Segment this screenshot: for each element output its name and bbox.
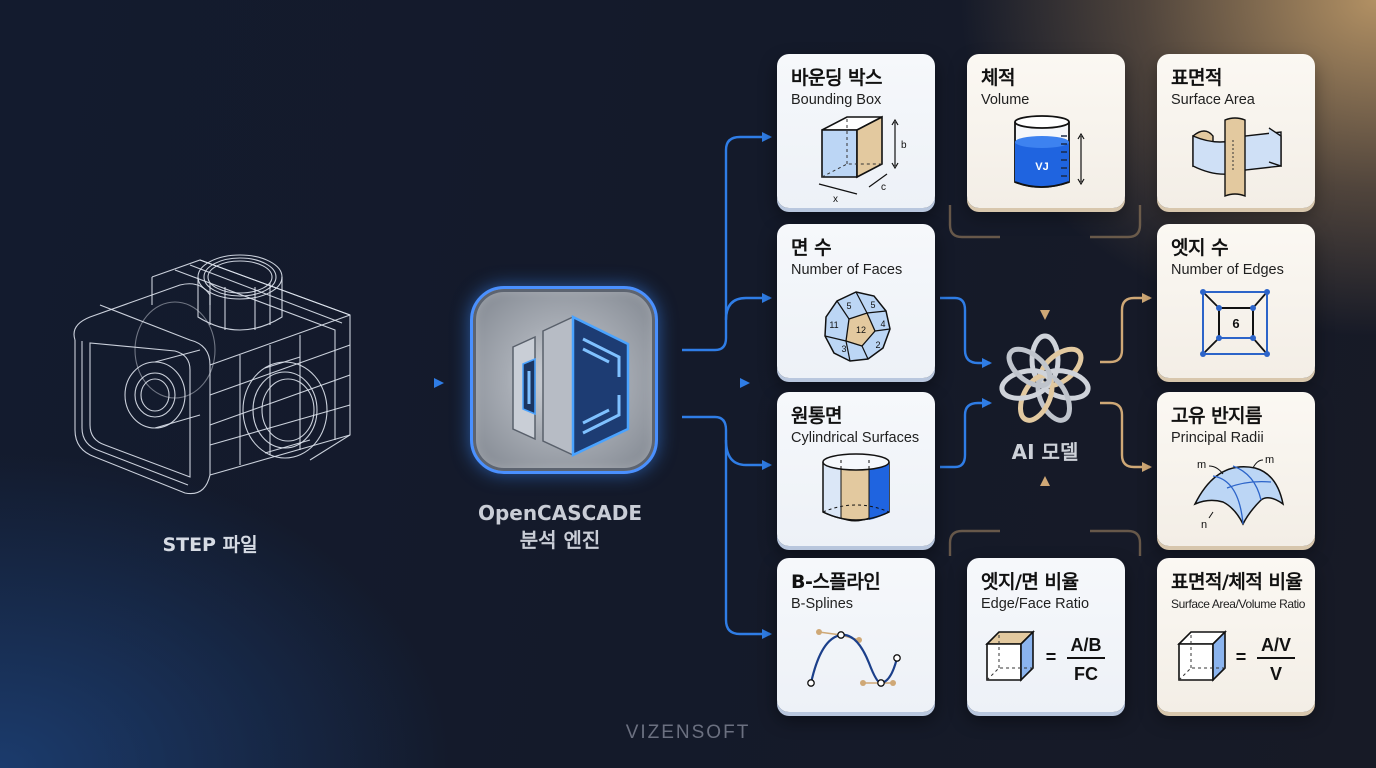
card-title-en: Volume [981, 92, 1030, 108]
card-num-edges[interactable]: 엣지 수 Number of Edges 6 [1157, 224, 1315, 378]
card-title-en: Cylindrical Surfaces [791, 430, 920, 446]
arrow-ai-to-edges [1100, 293, 1152, 364]
engine-label: OpenCASCADE 분석 엔진 [450, 500, 670, 554]
card-title-en: Number of Edges [1171, 262, 1284, 278]
face-label: 2 [875, 340, 880, 350]
ai-model-node[interactable] [995, 330, 1095, 430]
edges-count-label: 6 [1232, 316, 1239, 331]
card-title-ko: B-스플라인 [791, 571, 881, 593]
ratio-numerator: A/B [1071, 635, 1102, 655]
arrow-engine-to-cylinders [682, 415, 772, 639]
face-label: 3 [841, 344, 846, 354]
card-title-en: Surface Area [1171, 92, 1255, 108]
face-label: 5 [870, 300, 875, 310]
wireframe-part-icon [73, 254, 351, 495]
card-title-ko: 면 수 [791, 237, 832, 259]
ratio-numerator: A/V [1261, 635, 1291, 655]
face-label: 11 [829, 320, 838, 330]
card-title-ko: 엣지 수 [1171, 237, 1229, 259]
ratio-equals: = [1236, 647, 1247, 667]
card-title-ko: 엣지/면 비율 [981, 571, 1079, 593]
card-title-en: Surface Area/Volume Ratio [1171, 597, 1306, 611]
engine-label-line2: 분석 엔진 [519, 528, 601, 552]
arrow-engine-to-bounding-box [682, 132, 772, 352]
card-title-ko: 바운딩 박스 [791, 67, 883, 89]
bbox-label-x: x [833, 194, 838, 205]
arrow-cyl-to-ai [940, 398, 992, 469]
bspline-curve-icon [807, 629, 901, 687]
arrow-ai-to-radii [1100, 401, 1152, 472]
arrow-faces-to-ai [940, 296, 992, 368]
ratio-denominator: V [1270, 664, 1282, 684]
edge-face-ratio-icon: = A/B FC [985, 630, 1105, 684]
card-title-en: B-Splines [791, 596, 854, 612]
bracket-top [948, 205, 1000, 239]
bounding-box-icon: b c x [818, 115, 907, 205]
arrow-engine-to-cyl-branch [724, 439, 772, 470]
opencascade-logo-icon [512, 314, 630, 457]
engine-node[interactable] [470, 286, 658, 474]
radii-label-m1: m [1197, 459, 1206, 471]
card-title-ko: 원통면 [791, 405, 842, 427]
bbox-label-b: b [901, 140, 907, 151]
card-title-ko: 체적 [981, 67, 1015, 89]
volume-fill-label: VJ [1035, 161, 1048, 173]
card-title-ko: 표면적 [1171, 67, 1222, 89]
radii-label-n: n [1201, 519, 1207, 531]
bracket-bottom [948, 529, 1000, 556]
ai-knot-icon [999, 333, 1091, 423]
step-file-label: STEP 파일 [162, 534, 258, 556]
card-principal-radii[interactable]: 고유 반지름 Principal Radii m m n [1157, 392, 1315, 546]
ai-model-label: AI 모델 [1011, 440, 1079, 464]
edges-frame-icon: 6 [1200, 289, 1270, 357]
card-b-splines[interactable]: B-스플라인 B-Splines [777, 558, 935, 712]
cylinder-icon [822, 453, 890, 522]
bbox-label-c: c [881, 182, 886, 193]
card-title-en: Number of Faces [791, 262, 903, 278]
card-title-ko: 표면적/체적 비율 [1171, 571, 1303, 593]
brand-logo: VIZENSOFT [625, 722, 751, 743]
radii-label-m2: m [1265, 454, 1274, 466]
step-file-node [60, 235, 360, 495]
surface-area-icon [1192, 117, 1282, 198]
sa-volume-ratio-icon: = A/V V [1177, 630, 1295, 684]
ratio-equals: = [1046, 647, 1057, 667]
card-sa-vol-ratio[interactable]: 표면적/체적 비율 Surface Area/Volume Ratio = A/… [1157, 558, 1315, 712]
card-title-en: Principal Radii [1171, 430, 1264, 446]
principal-radii-icon: m m n [1193, 454, 1285, 531]
card-num-faces[interactable]: 면 수 Number of Faces 5 5 4 2 3 11 12 [777, 224, 935, 378]
engine-label-line1: OpenCASCADE [477, 501, 643, 525]
card-cyl-surfaces[interactable]: 원통면 Cylindrical Surfaces [777, 392, 935, 546]
volume-beaker-icon: VJ [1014, 115, 1085, 188]
card-edge-face-ratio[interactable]: 엣지/면 비율 Edge/Face Ratio = A/B FC [967, 558, 1125, 712]
card-title-ko: 고유 반지름 [1171, 405, 1263, 427]
faces-polyhedron-icon: 5 5 4 2 3 11 12 [824, 291, 891, 362]
ratio-denominator: FC [1074, 664, 1098, 684]
card-bounding-box[interactable]: 바운딩 박스 Bounding Box b c x [777, 54, 935, 208]
card-volume[interactable]: 체적 Volume VJ [967, 54, 1125, 208]
face-label: 5 [846, 301, 851, 311]
face-label: 12 [856, 325, 866, 335]
arrow-engine-to-faces [724, 293, 772, 321]
card-surface-area[interactable]: 표면적 Surface Area [1157, 54, 1315, 208]
card-title-en: Bounding Box [791, 92, 882, 108]
face-label: 4 [880, 319, 885, 329]
card-title-en: Edge/Face Ratio [981, 596, 1090, 612]
